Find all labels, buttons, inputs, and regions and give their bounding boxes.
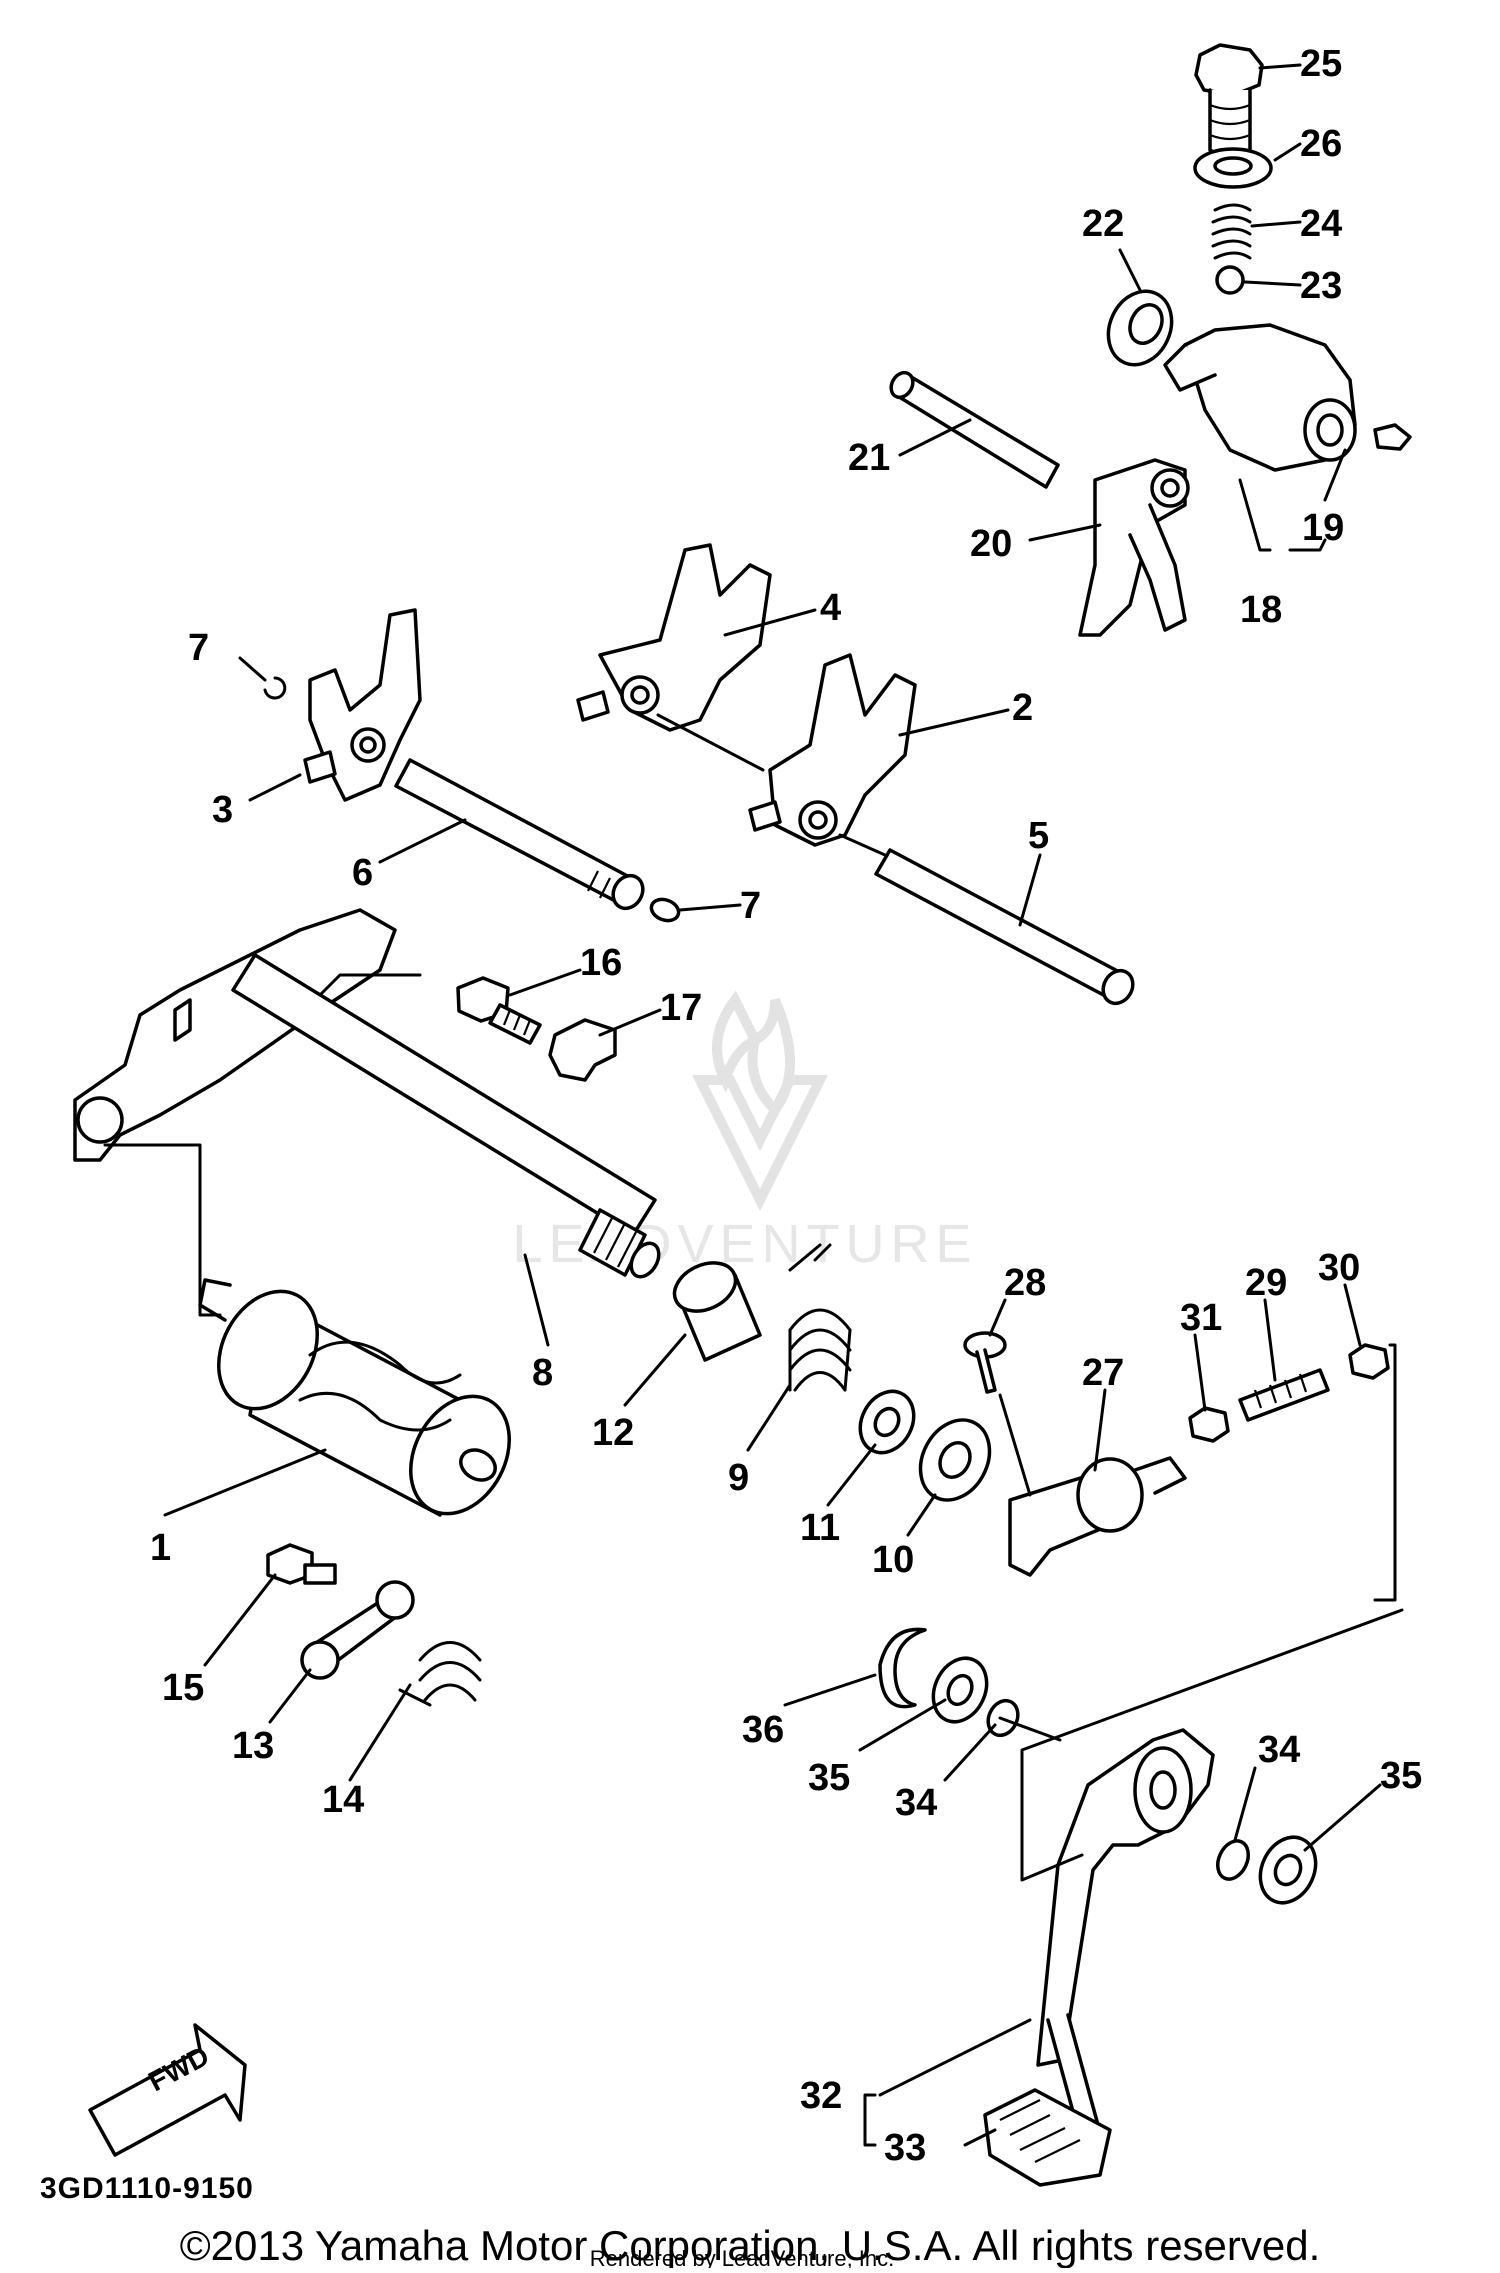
callout-1: 1 [150,1527,171,1569]
leader-bracket-right [1373,1343,1397,1602]
callout-35a: 35 [808,1757,850,1799]
callout-35b: 35 [1380,1755,1422,1797]
part-36-circlip [878,1627,927,1709]
diagram-code: 3GD1110-9150 [40,2172,254,2205]
part-6-shaft [394,758,645,911]
callout-7a: 7 [188,627,209,669]
callout-11: 11 [800,1507,840,1549]
part-12-collar [672,1261,762,1362]
part-25-bolt [1194,43,1264,158]
callout-21: 21 [848,437,890,479]
callout-19: 19 [1302,507,1344,549]
callout-36: 36 [742,1709,784,1751]
callouts: 25 26 24 23 22 19 18 21 20 4 2 7 3 6 7 5… [150,43,1422,2169]
part-2-fork [748,653,917,847]
callout-2: 2 [1012,687,1033,729]
callout-32: 32 [800,2075,842,2117]
part-31-nut [1188,1406,1230,1443]
part-28-bolt [963,1331,1007,1394]
callout-4: 4 [820,587,841,629]
leader-drum-to-shaft [103,1143,222,1317]
part-24-spring [1211,203,1252,260]
leader-pedal-box [998,1608,1404,1882]
part-8-shift-shaft [73,908,661,1279]
watermark-logo [691,990,829,1212]
part-19-pin [1373,423,1412,451]
part-27-stopper-lever [1008,1456,1187,1577]
callout-28: 28 [1004,1262,1046,1304]
callout-12: 12 [592,1412,634,1454]
part-21-shaft [889,370,1060,489]
callout-29: 29 [1245,1262,1287,1304]
part-16-bolt [456,976,542,1045]
callout-15: 15 [162,1667,204,1709]
rendered-by-notice: Rendered by LeadVenture, Inc. [590,2246,895,2268]
callout-34a: 34 [895,1782,937,1824]
callout-7b: 7 [740,885,761,927]
part-32-shift-pedal [1036,1728,1215,2132]
leader-16-to-shaft [318,973,422,997]
part-23-ball [1215,265,1245,295]
part-14-spring [398,1641,482,1707]
leader-32-33 [863,2093,877,2147]
callout-22: 22 [1082,203,1124,245]
callout-33: 33 [884,2127,926,2169]
part-11-washer [858,1389,916,1455]
callout-8: 8 [532,1352,553,1394]
callout-18: 18 [1240,589,1282,631]
part-7-clip-b [649,897,681,923]
part-20-fork [1078,458,1190,637]
part-35-washer-right [1258,1835,1318,1905]
part-7-clip-a [263,676,287,700]
part-1-shift-drum [198,1278,512,1517]
part-18-segment [1163,323,1357,472]
part-10-oil-seal [918,1418,992,1502]
part-35-washer [931,1656,989,1724]
callout-6: 6 [352,852,373,894]
part-15-bolt [266,1543,337,1585]
callout-3: 3 [212,789,233,831]
callout-10: 10 [872,1539,914,1581]
leader-lines [163,63,1382,2147]
fwd-arrow [88,2023,247,2157]
callout-20: 20 [970,523,1012,565]
callout-31: 31 [1180,1297,1222,1339]
part-13-stopper-roller [300,1580,415,1680]
callout-34b: 34 [1258,1729,1300,1771]
callout-16: 16 [580,942,622,984]
part-22-bearing [1106,289,1174,367]
copyright-notice: ©2013 Yamaha Motor Corporation, U.S.A. A… [180,2222,1321,2268]
callout-23: 23 [1300,265,1342,307]
leader-fork-shaft [656,713,887,857]
callout-13: 13 [232,1725,274,1767]
part-26-washer [1193,147,1273,189]
leader-28-27 [998,1393,1032,1497]
part-17-lock-plate [548,1018,617,1082]
callout-26: 26 [1300,123,1342,165]
callout-30: 30 [1318,1247,1360,1289]
callout-27: 27 [1082,1352,1124,1394]
part-33-pedal-rubber [983,2088,1112,2187]
callout-17: 17 [660,987,702,1029]
callout-5: 5 [1028,815,1049,857]
callout-24: 24 [1300,203,1342,245]
part-9-spring [788,1243,852,1392]
part-30-nut [1348,1343,1390,1380]
callout-25: 25 [1300,43,1342,85]
callout-14: 14 [322,1779,364,1821]
part-5-shaft [874,848,1135,1006]
callout-9: 9 [728,1457,749,1499]
part-34-oring-right [1216,1839,1250,1881]
part-29-bolt [1238,1368,1330,1422]
part-4-fork [576,543,772,732]
part-3-fork [303,608,422,802]
